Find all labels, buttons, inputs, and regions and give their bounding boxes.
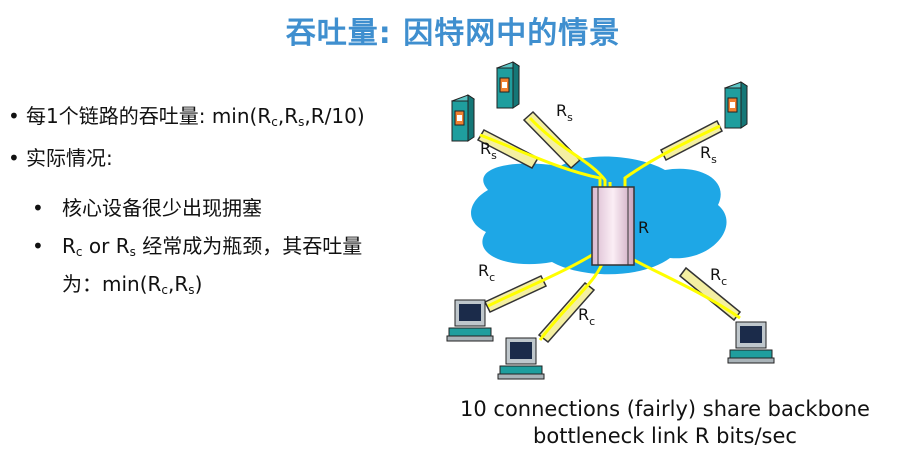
bullet-text: ) [194,272,203,296]
bullet-text: or R [82,234,130,258]
subscript: s [298,115,305,129]
label-rc-left: Rc [478,261,495,284]
bullet-throughput-per-link: •每1个链路的吞吐量: min(Rc,Rs,R/10) [8,104,365,129]
subscript: s [129,245,136,259]
bullet-text: 核心设备很少出现拥塞 [62,196,262,220]
bullet-text: 为：min(R [62,272,162,296]
pc-icon [497,337,545,380]
server-icon [450,94,476,142]
slide-title: 吞吐量: 因特网中的情景 [285,16,621,51]
link-pc-bottom [537,281,596,344]
subscript: s [188,283,195,297]
bullet-text: 经常成为瓶颈，其吞吐量 [135,234,363,258]
sub-bullet-bottleneck-cont: 为：min(Rc,Rs) [62,272,202,302]
subscript: c [271,115,278,129]
label-rc-right: Rc [710,265,727,288]
server-icon [723,81,749,129]
label-rs-left: Rs [480,139,497,162]
bullet-reality: •实际情况: [8,146,113,170]
label-backbone-r: R [638,218,649,237]
server-icon [495,61,521,109]
bullet-text: 实际情况: [26,146,113,170]
caption-line-1: 10 connections (fairly) share backbone [460,397,870,421]
bullet-text: 每1个链路的吞吐量: min(R [26,104,272,128]
pc-icon [446,299,494,342]
subscript: c [75,245,83,259]
router-icon [591,186,635,266]
pc-icon [727,321,775,364]
sub-bullet-core: •核心设备很少出现拥塞 [32,196,262,220]
caption-line-2: bottleneck link R bits/sec [533,424,797,448]
label-rs-top: Rs [556,101,573,124]
bullet-text: R [62,234,76,258]
bullet-text: ,R [277,104,299,128]
sub-bullet-bottleneck: •Rc or Rs 经常成为瓶颈，其吞吐量 [32,234,363,259]
bullet-text: ,R/10) [304,104,365,128]
label-rs-right: Rs [700,143,717,166]
bullet-text: ,R [168,272,189,296]
label-rc-bottom: Rc [578,305,595,328]
subscript: c [161,283,169,297]
